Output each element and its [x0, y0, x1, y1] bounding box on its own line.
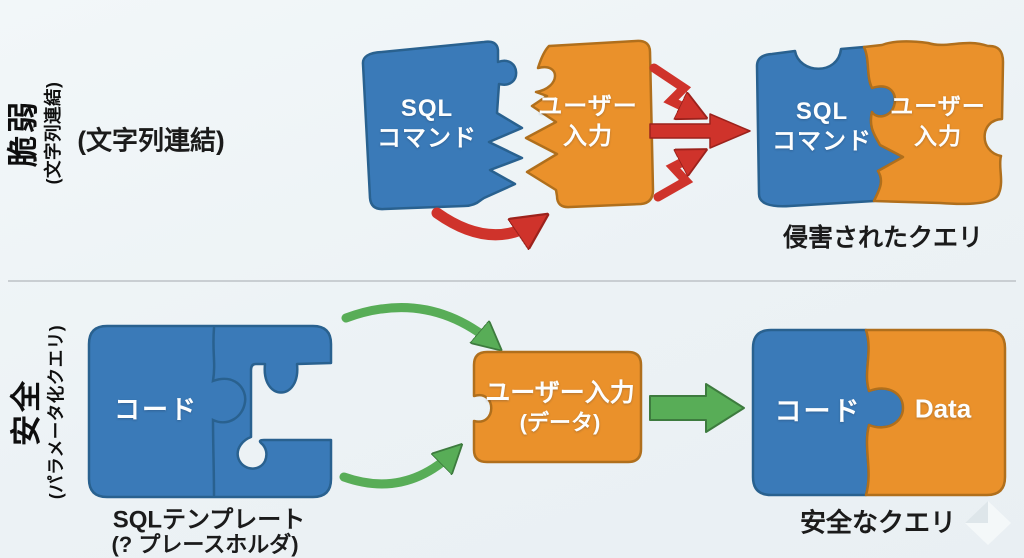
safe-side-label: 安全 (パラメータ化クエリ): [9, 297, 70, 527]
vulnerable-side-label: 脆弱 (文字列連結): [6, 28, 67, 238]
sql-template-caption-line2: (? プレースホルダ): [111, 532, 299, 557]
user-input-piece: [524, 39, 655, 209]
user-input-data-piece: [472, 350, 643, 464]
red-straight-arrow: [649, 113, 751, 149]
sql-template-piece: [87, 324, 333, 499]
red-zigzag-arrow-bottom: [653, 154, 698, 202]
green-straight-arrow: [649, 383, 745, 433]
compromised-query-caption: 侵害されたクエリ: [782, 224, 984, 252]
safe-title: 安全: [9, 378, 44, 446]
user-input-data-label: ユーザー入力 (データ): [485, 379, 635, 435]
vulnerable-title: 脆弱: [6, 99, 41, 167]
safe-subtitle: (パラメータ化クエリ): [46, 324, 66, 500]
user-input-piece-label: ユーザー 入力: [538, 93, 638, 150]
code-piece-label: コード: [113, 394, 199, 425]
red-zigzag-arrow-top: [649, 63, 698, 114]
red-curved-arrow: [431, 207, 538, 235]
sql-command-piece-label: SQL コマンド: [377, 95, 477, 152]
sql-command-piece: [361, 40, 524, 211]
merged-data-label: Data: [914, 393, 972, 424]
merged-user-label: ユーザー 入力: [890, 93, 986, 149]
sql-template-caption-line1: SQLテンプレート: [112, 506, 306, 534]
string-concat-label: (文字列連結): [77, 125, 225, 156]
green-curved-arrow-top: [341, 303, 494, 344]
merged-code-label: コード: [774, 396, 862, 427]
safe-query-orange-piece: [864, 328, 1007, 497]
watermark-diamond: [965, 501, 1011, 545]
green-curved-arrow-bottom: [339, 451, 455, 489]
safe-query-caption: 安全なクエリ: [799, 507, 957, 538]
template-seam-line: [211, 326, 247, 497]
compromised-query-orange-piece: [862, 40, 1005, 206]
vulnerable-subtitle: (文字列連結): [43, 81, 63, 185]
merged-sql-label: SQL コマンド: [772, 98, 872, 155]
